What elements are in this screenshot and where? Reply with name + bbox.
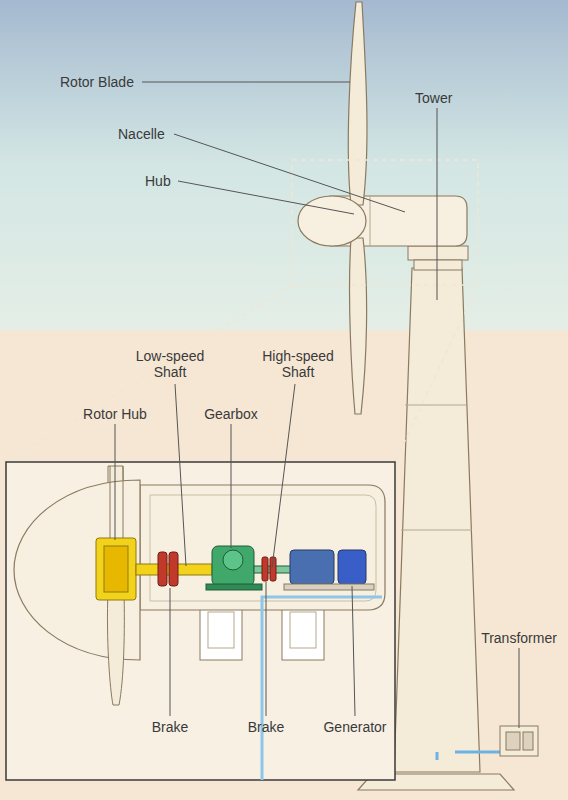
transformer-label: Transformer [481,630,557,646]
shaft-label: Low-speed Shaft [125,348,215,380]
gearbox-label: Gearbox [204,406,258,422]
tower [394,268,480,772]
blade-root [110,466,123,550]
rotor-blade [350,238,367,414]
tower-joint [401,530,472,531]
tower-support [208,612,234,648]
rotor-hub [104,546,128,592]
power-cable [437,752,500,760]
generator-label: Generator [323,719,386,735]
tower-support [290,612,316,648]
blade-label: Rotor Blade [60,74,134,90]
power-cable [262,597,382,780]
nacelle-inner [150,495,376,601]
shaft-label: High-speed Shaft [253,348,343,380]
hub-label: Rotor Hub [83,406,147,422]
gearbox [223,550,243,570]
nacelle-cutaway [140,485,385,610]
transformer [506,732,520,750]
rotor-hub [96,538,136,600]
tower-joint [405,405,468,406]
tower-label: Tower [415,90,452,106]
inset-panel [6,462,395,780]
brake-label: Brake [152,719,189,735]
brake [262,557,268,581]
brake [158,552,167,586]
zoom-box [292,160,478,285]
nacelle-label: Nacelle [118,126,165,142]
brake-label: Brake [248,719,285,735]
generator [290,550,334,584]
hub [298,196,366,246]
sky [0,0,568,330]
ground [0,330,568,800]
yaw-bearing [414,260,462,270]
rotor-blade [348,2,367,205]
gearbox-mount [206,584,262,590]
zoom-line [8,285,292,462]
generator [338,550,366,584]
transformer [523,732,533,750]
yaw-bearing [408,246,468,260]
gearbox [212,546,254,586]
generator-mount [284,584,374,590]
transformer [500,726,538,756]
zoom-line [395,285,478,462]
leader-lines [115,82,519,728]
rotor-blade [107,590,124,705]
nacelle-seam [370,196,371,246]
hub-label: Hub [145,173,171,189]
brake [169,552,178,586]
